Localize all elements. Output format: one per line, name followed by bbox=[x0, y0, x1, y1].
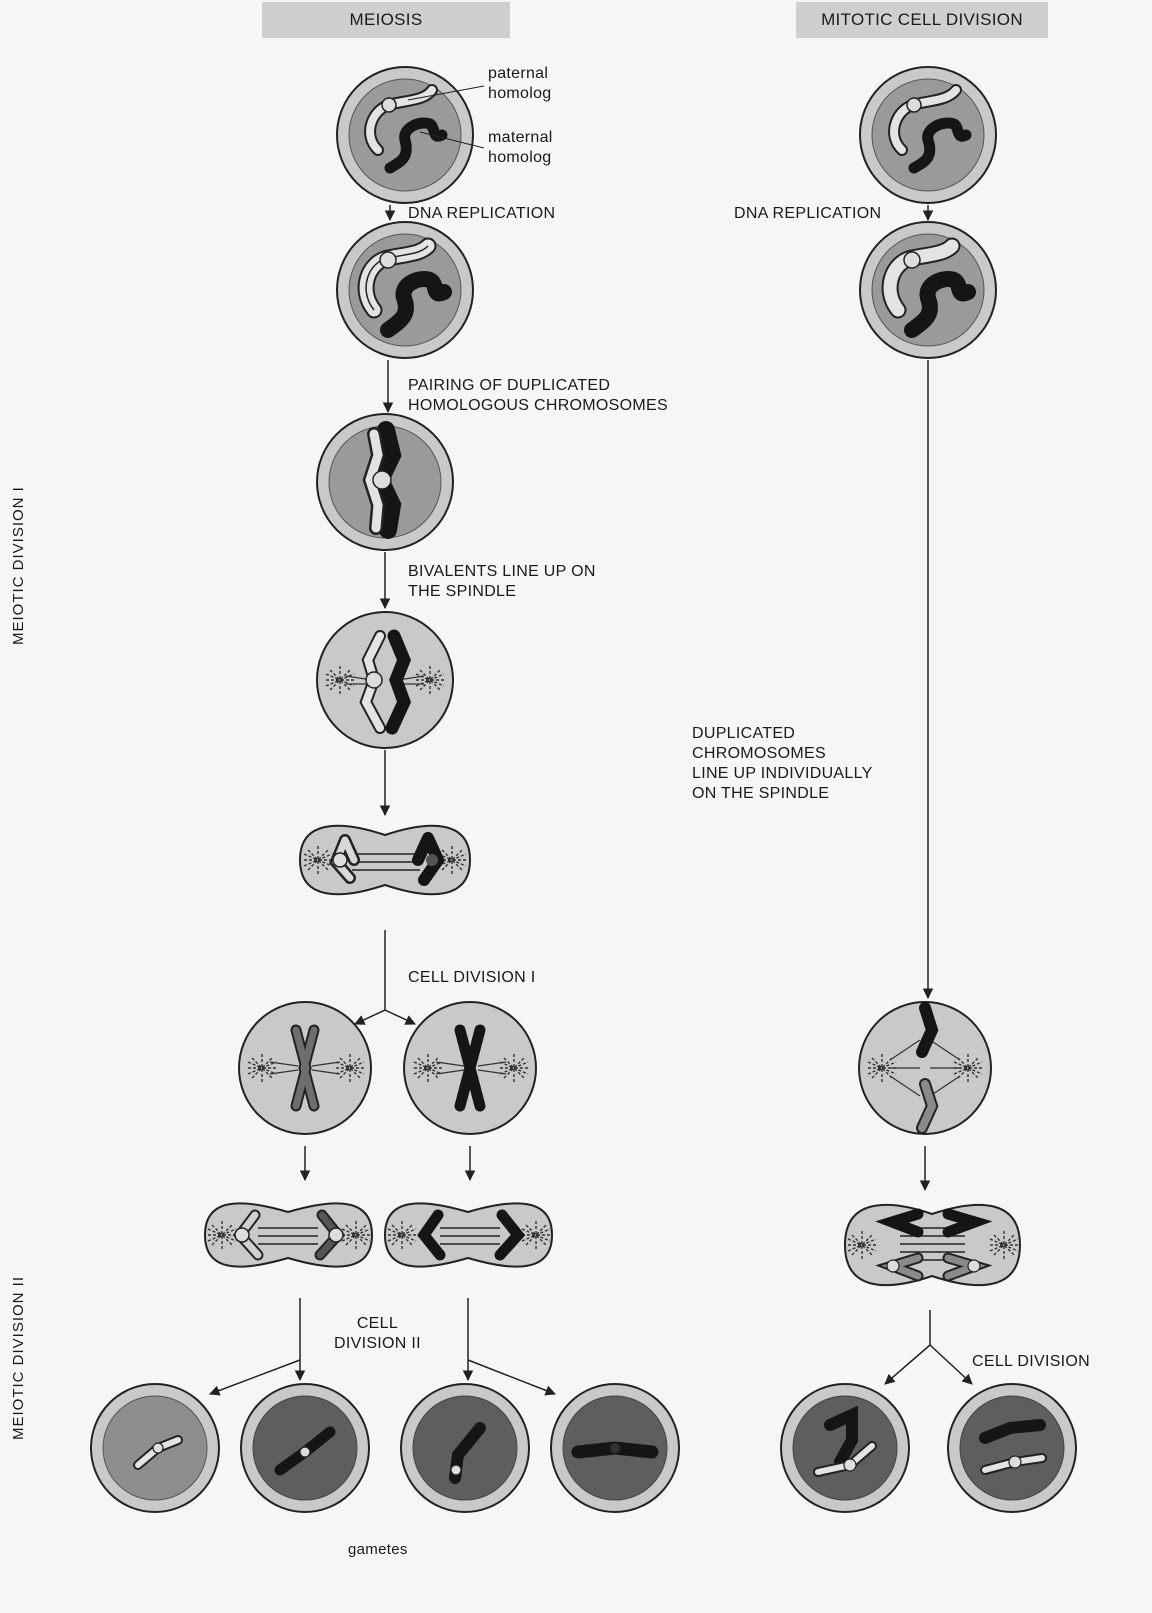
label-pairing: PAIRING OF DUPLICATED HOMOLOGOUS CHROMOS… bbox=[408, 377, 668, 414]
cell-mitosis-replicated bbox=[859, 221, 997, 359]
side-label-meiotic-division-two: MEIOTIC DIVISION II bbox=[10, 1275, 27, 1440]
cell-meiosis-anaphase-two-left bbox=[203, 1202, 374, 1268]
cell-mitosis-anaphase bbox=[843, 1203, 1022, 1287]
leader-maternal bbox=[419, 131, 485, 149]
arrow-division-two-left-a bbox=[209, 1359, 301, 1396]
cell-meiosis-division-one-left bbox=[238, 1001, 372, 1135]
cell-meiosis-division-one-right bbox=[403, 1001, 537, 1135]
gamete-three bbox=[400, 1383, 530, 1513]
label-cell-division-one: CELL DIVISION I bbox=[408, 969, 536, 986]
gamete-four bbox=[550, 1383, 680, 1513]
cell-meiosis-anaphase-one bbox=[298, 824, 472, 896]
cell-mitosis-initial bbox=[859, 66, 997, 204]
cell-meiosis-bivalents bbox=[316, 611, 454, 749]
leader-paternal bbox=[407, 85, 485, 101]
label-gametes: gametes bbox=[348, 1541, 408, 1558]
label-paternal-homolog: paternal homolog bbox=[488, 65, 552, 102]
meiosis-header: MEIOSIS bbox=[262, 2, 510, 38]
label-dna-replication-meiosis: DNA REPLICATION bbox=[408, 205, 556, 222]
label-cell-division-two: CELL DIVISION II bbox=[334, 1315, 421, 1352]
gamete-one bbox=[90, 1383, 220, 1513]
cell-mitosis-metaphase bbox=[858, 1001, 992, 1135]
arrow-meiosis-division-one-right bbox=[384, 1009, 416, 1025]
arrow-meiosis-division-one-left bbox=[354, 1009, 386, 1025]
cell-meiosis-anaphase-two-right bbox=[383, 1202, 554, 1268]
daughter-cell-right bbox=[947, 1383, 1077, 1513]
side-label-meiotic-division-one: MEIOTIC DIVISION I bbox=[10, 486, 27, 645]
label-cell-division: CELL DIVISION bbox=[972, 1353, 1091, 1370]
daughter-cell-left bbox=[780, 1383, 910, 1513]
arrow-mitosis-division-left bbox=[884, 1344, 931, 1385]
arrow-division-two-right-b bbox=[467, 1359, 556, 1396]
mitotic-header: MITOTIC CELL DIVISION bbox=[796, 2, 1048, 38]
label-duplicated-chromosomes: DUPLICATED CHROMOSOMES LINE UP INDIVIDUA… bbox=[692, 725, 873, 802]
cell-meiosis-replicated bbox=[336, 221, 474, 359]
label-dna-replication-mitosis: DNA REPLICATION bbox=[734, 205, 882, 222]
gamete-two bbox=[240, 1383, 370, 1513]
label-bivalents: BIVALENTS LINE UP ON THE SPINDLE bbox=[408, 563, 596, 600]
label-maternal-homolog: maternal homolog bbox=[488, 129, 553, 166]
cell-meiosis-paired bbox=[316, 413, 454, 551]
cell-meiosis-initial bbox=[336, 66, 474, 204]
arrow-mitosis-division-right bbox=[929, 1344, 973, 1385]
